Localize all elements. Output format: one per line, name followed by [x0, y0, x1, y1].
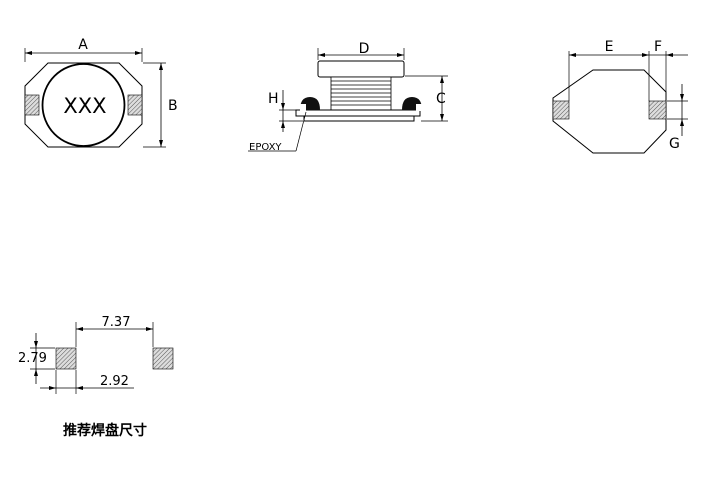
dim-c-label: C	[436, 91, 446, 107]
dim-d-label: D	[359, 41, 370, 57]
dim-b-label: B	[168, 98, 178, 114]
side-view: D C H EPOXY	[248, 41, 448, 153]
top-view: XXX A B	[24, 37, 178, 148]
side-view-base-step	[303, 115, 415, 122]
dim-g-label: G	[669, 136, 680, 152]
top-view-left-terminal	[24, 94, 40, 116]
side-view-base	[295, 109, 421, 117]
land-pad-right	[152, 347, 174, 370]
spacing-value: 7.37	[102, 315, 131, 330]
part-marking: XXX	[63, 94, 106, 118]
bottom-view-left-pad	[552, 100, 570, 120]
land-pattern: 7.37 2.79 2.92 推荐焊盘尺寸	[18, 315, 174, 439]
epoxy-leader-diagonal	[295, 111, 307, 152]
bottom-view-right-pad	[648, 100, 667, 120]
dim-a-label: A	[78, 37, 88, 53]
pad-width-value: 2.92	[100, 374, 129, 389]
bottom-view: E F G	[552, 39, 688, 154]
side-view-winding	[330, 76, 392, 111]
top-view-core-circle	[41, 63, 126, 147]
dim-e-label: E	[605, 39, 614, 55]
epoxy-label: EPOXY	[249, 142, 282, 153]
land-pattern-caption: 推荐焊盘尺寸	[63, 422, 147, 439]
dim-f-label: F	[654, 39, 662, 55]
top-view-right-terminal	[127, 94, 143, 116]
land-pad-left	[55, 347, 77, 370]
side-view-top-flange	[317, 60, 405, 78]
pad-height-value: 2.79	[18, 351, 47, 366]
dim-h-label: H	[268, 91, 279, 107]
